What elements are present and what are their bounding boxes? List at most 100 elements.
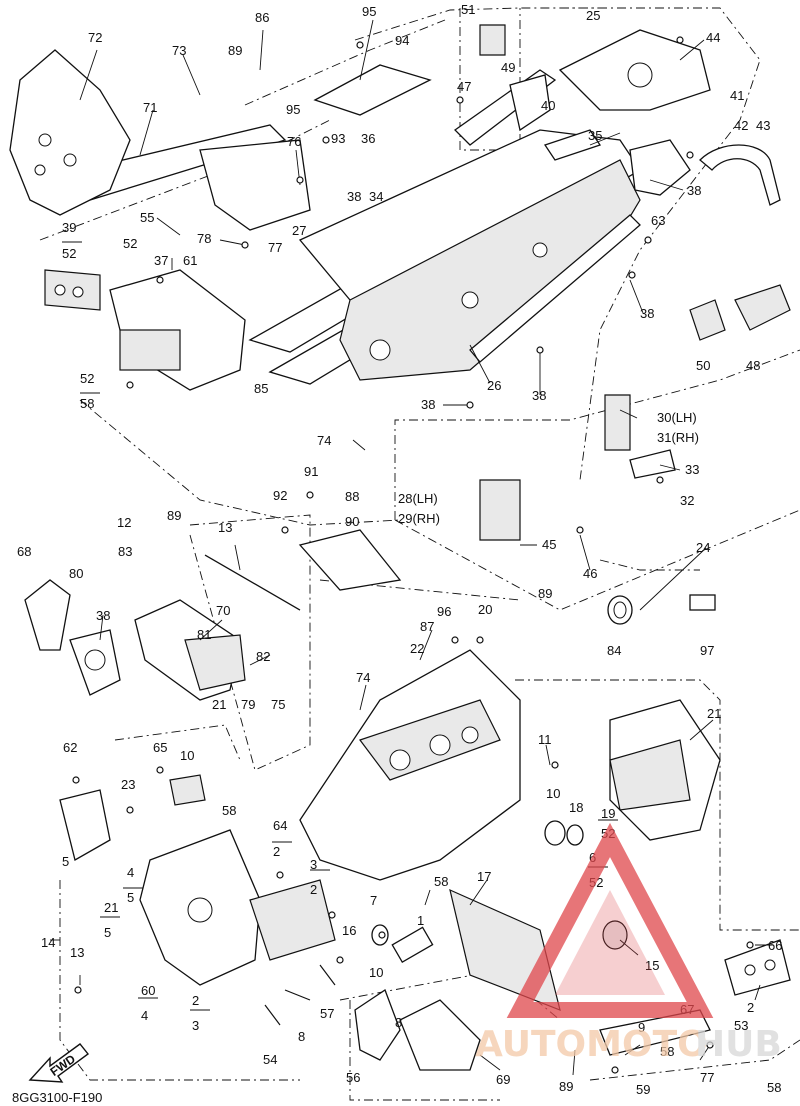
part-callout: 60 [141, 983, 155, 998]
part-callout: 89 [167, 508, 181, 523]
part-callout: 3 [192, 1018, 199, 1033]
part-callout: 53 [734, 1018, 748, 1033]
part-callout: 58 [660, 1044, 674, 1059]
part-callout: 66 [768, 938, 782, 953]
part-callout: 59 [636, 1082, 650, 1097]
part-callout: 20 [478, 602, 492, 617]
part-callout: 15 [645, 958, 659, 973]
part-callout: 2 [273, 844, 280, 859]
fraction-bars [62, 241, 618, 1011]
part-callout: 4 [127, 865, 134, 880]
part-callout: 19 [601, 806, 615, 821]
part-callout: 29(RH) [398, 511, 440, 526]
part-callout: 72 [88, 30, 102, 45]
part-callout: 49 [501, 60, 515, 75]
diagram-code: 8GG3100-F190 [12, 1090, 102, 1105]
part-callout: 7 [370, 893, 377, 908]
part-callout: 11 [538, 732, 552, 747]
part-callout: 2 [192, 993, 199, 1008]
part-callout: 61 [183, 253, 197, 268]
part-callout: 44 [706, 30, 720, 45]
part-callout: 46 [583, 566, 597, 581]
part-callout: 80 [69, 566, 83, 581]
part-callout: 52 [62, 246, 76, 261]
part-callout: 12 [117, 515, 131, 530]
part-callout: 1 [417, 913, 424, 928]
part-callout: 27 [292, 223, 306, 238]
upper-frame-assembly [9, 24, 791, 625]
part-callout: 63 [651, 213, 665, 228]
part-callout: 86 [255, 10, 269, 25]
part-callout: 30(LH) [657, 410, 697, 425]
part-callout: 32 [680, 493, 694, 508]
part-callout: 64 [273, 818, 287, 833]
part-callout: 96 [437, 604, 451, 619]
leader-lines [50, 19, 773, 1076]
part-callout: 58 [80, 396, 94, 411]
part-callout: 95 [286, 102, 300, 117]
part-callout: 8 [395, 1015, 402, 1030]
part-callout: 58 [222, 803, 236, 818]
part-callout: 58 [434, 874, 448, 889]
part-callout: 35 [588, 128, 602, 143]
part-callout: 65 [153, 740, 167, 755]
watermark-triangle-logo [506, 822, 714, 1018]
part-callout: 83 [118, 544, 132, 559]
part-callout: 10 [180, 748, 194, 763]
part-callout: 36 [361, 131, 375, 146]
part-callout: 25 [586, 8, 600, 23]
part-callout: 38 [640, 306, 654, 321]
part-callout: 90 [345, 514, 359, 529]
part-callout: 41 [730, 88, 744, 103]
automotohub-watermark: AUTOMOTO HUB [475, 822, 782, 1065]
part-callout: 79 [241, 697, 255, 712]
part-callout: 38 [347, 189, 361, 204]
part-callout: 28(LH) [398, 491, 438, 506]
part-callout: 45 [542, 537, 556, 552]
part-callout: 73 [172, 43, 186, 58]
part-callout: 13 [70, 945, 84, 960]
part-callout: 68 [17, 544, 31, 559]
fasteners [72, 36, 754, 1074]
part-callout: 37 [154, 253, 168, 268]
part-callout: 76 [287, 134, 301, 149]
part-callout: 54 [263, 1052, 277, 1067]
part-callout: 17 [477, 869, 491, 884]
part-callout: 92 [273, 488, 287, 503]
part-callout: 8 [298, 1029, 305, 1044]
part-callout: 38 [687, 183, 701, 198]
part-callout: 10 [369, 965, 383, 980]
part-callout: 33 [685, 462, 699, 477]
part-callout: 77 [700, 1070, 714, 1085]
part-callout: 87 [420, 619, 434, 634]
part-callout: 21 [707, 706, 721, 721]
part-callout: 9 [638, 1020, 645, 1035]
part-callout: 97 [700, 643, 714, 658]
part-callout: 5 [104, 925, 111, 940]
part-callout: 55 [140, 210, 154, 225]
part-callout: 89 [228, 43, 242, 58]
part-callout: 62 [63, 740, 77, 755]
part-callout: 13 [218, 520, 232, 535]
part-callout: 16 [342, 923, 356, 938]
part-callout: 52 [80, 371, 94, 386]
part-callout: 52 [123, 236, 137, 251]
part-callout: 70 [216, 603, 230, 618]
part-callout: 89 [559, 1079, 573, 1094]
part-callout: 75 [271, 697, 285, 712]
part-callout: 22 [410, 641, 424, 656]
part-callout: 18 [569, 800, 583, 815]
part-callout: 5 [62, 854, 69, 869]
part-callout: 5 [127, 890, 134, 905]
fwd-arrow-icon: FWD [28, 1043, 90, 1083]
part-callout: 14 [41, 935, 55, 950]
part-callout: 43 [756, 118, 770, 133]
part-callout: 51 [461, 2, 475, 17]
part-callout: 57 [320, 1006, 334, 1021]
part-callout: 38 [96, 608, 110, 623]
part-callout: 94 [395, 33, 409, 48]
part-callout: 42 [734, 118, 748, 133]
part-callout: 21 [212, 697, 226, 712]
part-callout: 21 [104, 900, 118, 915]
